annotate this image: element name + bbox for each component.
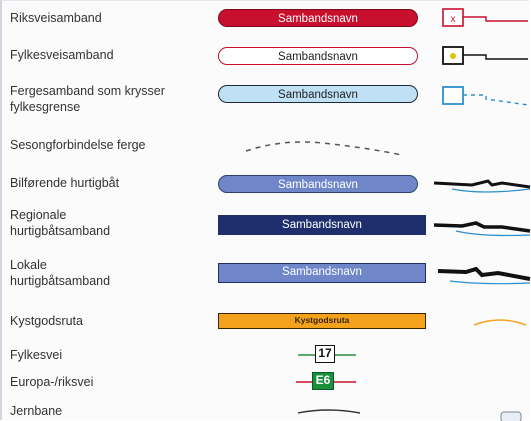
label-jernbane: Jernbane xyxy=(10,404,63,418)
e6-route-shield: E6 xyxy=(312,372,334,390)
sample-bilforende-hurtigbat: Sambandsnavn xyxy=(218,175,418,193)
black-ferry-icon xyxy=(442,43,531,69)
railway-line xyxy=(298,405,362,419)
label-sesongforbindelse: Sesongforbindelse ferge xyxy=(10,138,146,152)
sample-kystgodsruta: Kystgodsruta xyxy=(218,313,426,329)
label-fylkesvei: Fylkesvei xyxy=(10,348,63,362)
label-lokale: Lokale hurtigbåtsamband xyxy=(10,258,111,288)
label-fylkesveisamband: Fylkesveisamband xyxy=(10,48,114,62)
label-kystgodsruta: Kystgodsruta xyxy=(10,314,83,328)
blue-ferry-icon xyxy=(442,83,531,117)
sample-fylkesveisamband: Sambandsnavn xyxy=(218,47,418,65)
sample-fergesamband: Sambandsnavn xyxy=(218,85,418,103)
kystgods-line xyxy=(472,311,528,333)
svg-text:x: x xyxy=(451,14,456,25)
label-europa-riksvei: Europa-/riksvei xyxy=(10,375,94,389)
speedboat-icon xyxy=(432,173,531,199)
station-icon xyxy=(500,411,522,421)
local-boat-icon xyxy=(432,261,531,289)
red-ferry-icon: x xyxy=(442,5,531,31)
sample-riksveisamband: Sambandsnavn xyxy=(218,9,418,27)
label-regionale: Regionale hurtigbåtsamband xyxy=(10,208,111,238)
label-fergesamband: Fergesamband som krysser fylkesgrense xyxy=(10,84,165,114)
sample-lokale: Sambandsnavn xyxy=(218,263,426,283)
seasonal-ferry-line xyxy=(242,131,412,159)
regional-boat-icon xyxy=(432,215,531,241)
label-bilforende-hurtigbat: Bilførende hurtigbåt xyxy=(10,176,120,190)
label-riksveisamband: Riksveisamband xyxy=(10,11,102,25)
fylkesvei-number-shield: 17 xyxy=(315,345,335,363)
sample-regionale: Sambandsnavn xyxy=(218,215,426,235)
